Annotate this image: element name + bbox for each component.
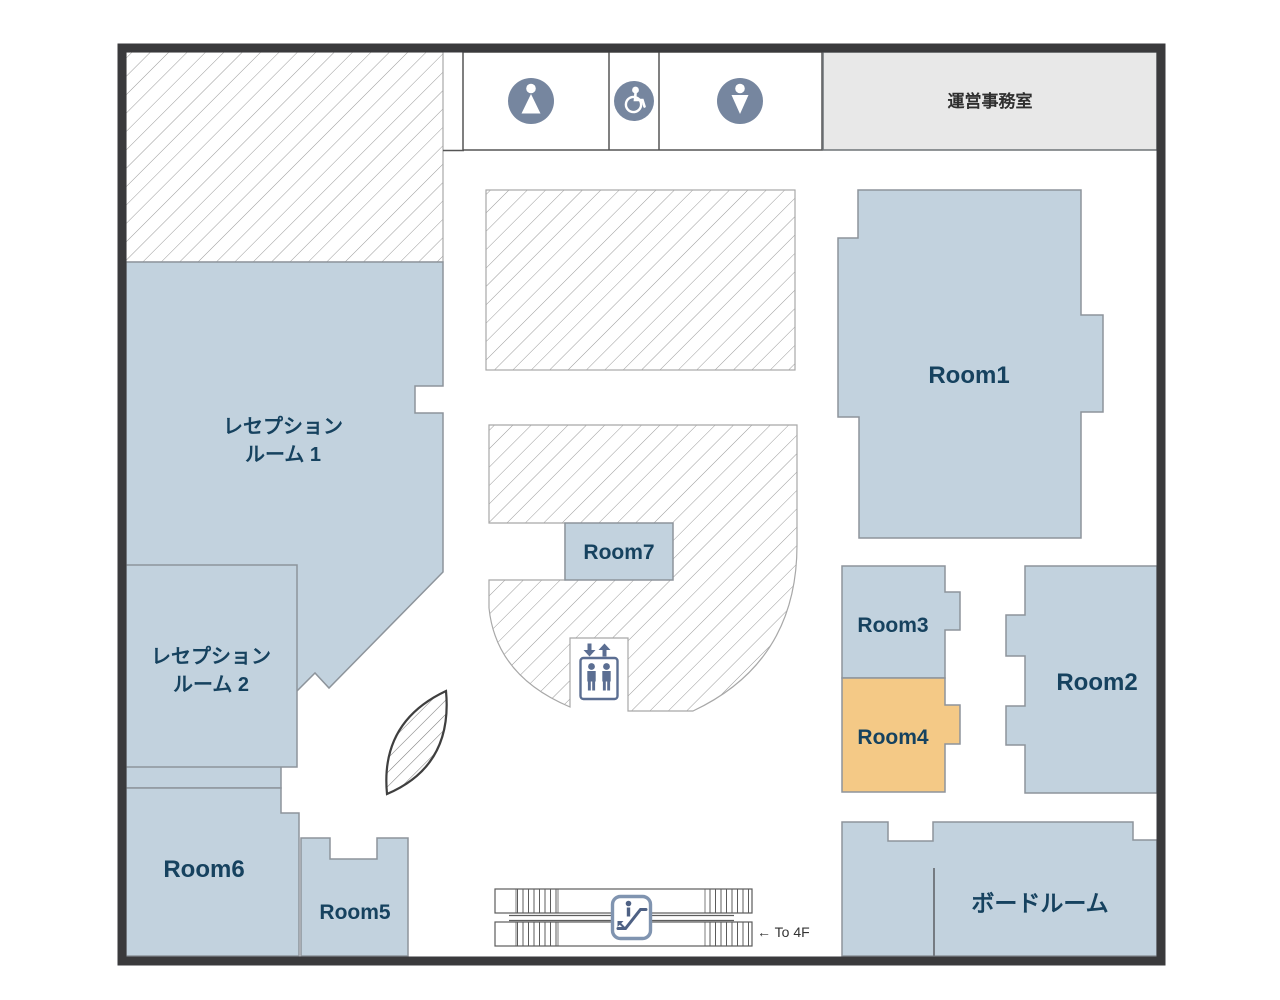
room1-label: Room1 (928, 362, 1009, 389)
mens-restroom-icon (508, 78, 554, 124)
hatched-area-upper-center (485, 189, 796, 371)
reception-room-1-label-line1: レセプション (223, 415, 343, 438)
reception-room-2-area[interactable] (125, 564, 298, 768)
room5-area[interactable] (300, 837, 409, 957)
plant-icon (385, 689, 448, 796)
escalator-direction-label: ← To 4F (757, 924, 810, 940)
elevator-icon (579, 643, 619, 701)
room4-area[interactable] (841, 677, 961, 793)
reception-room-1-label-line2: ルーム 1 (245, 444, 321, 466)
room2-label: Room2 (1056, 669, 1137, 696)
womens-restroom-icon (717, 78, 763, 124)
outer-wall (117, 43, 1166, 966)
room6-label: Room6 (163, 856, 244, 883)
reception-room-2-label-line2: ルーム 2 (173, 674, 249, 696)
boardroom-area[interactable] (841, 821, 1158, 957)
hatched-area-top-left (125, 51, 444, 263)
room1-area[interactable] (837, 189, 1104, 539)
reception-room-2-label-line1: レセプション (151, 645, 271, 668)
room7-label: Room7 (583, 541, 654, 564)
boardroom-label: ボードルーム (971, 890, 1108, 916)
room5-label: Room5 (319, 901, 390, 924)
room3-label: Room3 (857, 614, 928, 637)
room4-label: Room4 (857, 726, 928, 749)
room7-area[interactable] (564, 522, 674, 581)
operations-office-area[interactable] (822, 51, 1158, 151)
escalator: ← To 4F (494, 888, 810, 947)
operations-office-label: 運営事務室 (948, 91, 1033, 111)
escalator-icon (610, 894, 653, 941)
accessible-restroom-icon (614, 81, 654, 121)
